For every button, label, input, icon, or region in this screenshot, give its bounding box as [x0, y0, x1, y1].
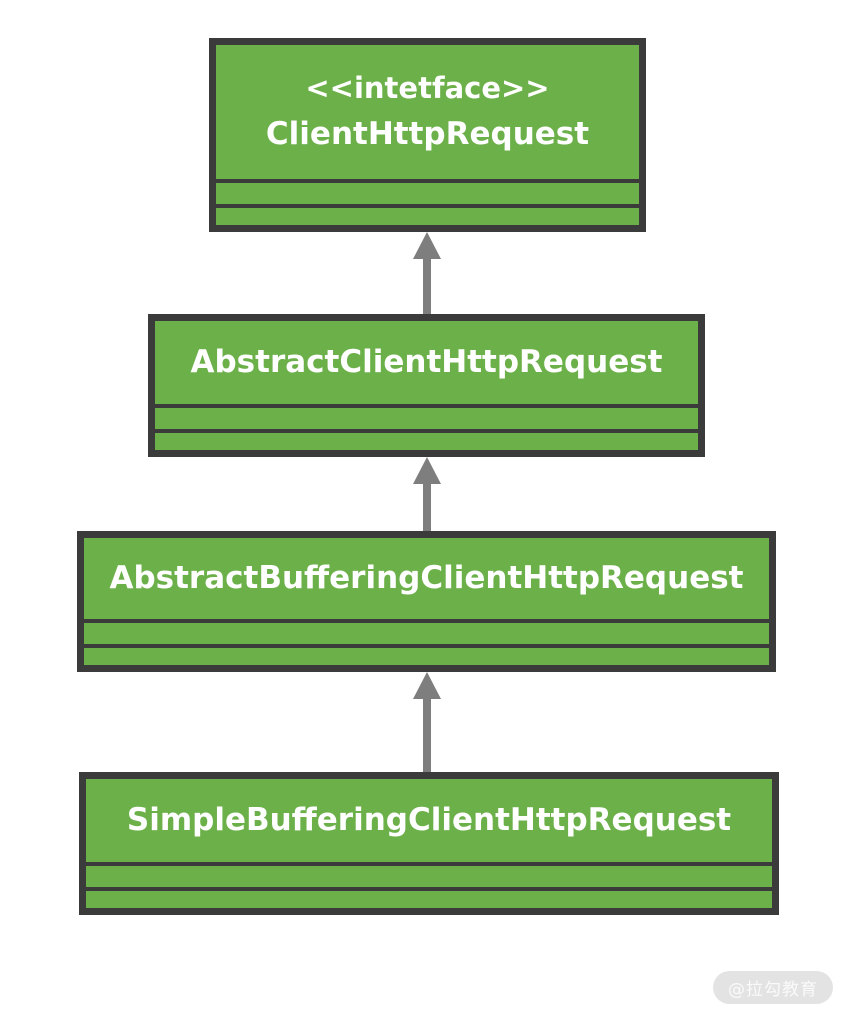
attributes-compartment — [84, 619, 769, 644]
class-title: <<intetface>> ClientHttpRequest — [216, 45, 639, 179]
arrow-shaft — [423, 699, 431, 772]
class-title: AbstractClientHttpRequest — [155, 321, 698, 404]
operations-compartment — [216, 204, 639, 225]
class-box-clienthttprequest: <<intetface>> ClientHttpRequest — [209, 38, 646, 232]
arrow-shaft — [423, 259, 431, 314]
arrowhead-icon — [413, 457, 441, 484]
class-title: AbstractBufferingClientHttpRequest — [84, 538, 769, 619]
arrow-shaft — [423, 484, 431, 531]
watermark-badge: @拉勾教育 — [713, 971, 833, 1004]
inheritance-arrow — [413, 672, 441, 772]
attributes-compartment — [155, 404, 698, 429]
class-name: ClientHttpRequest — [265, 116, 590, 153]
operations-compartment — [84, 644, 769, 665]
class-box-simplebufferingclienthttprequest: SimpleBufferingClientHttpRequest — [79, 772, 779, 915]
operations-compartment — [86, 887, 772, 908]
class-name: AbstractBufferingClientHttpRequest — [109, 560, 744, 597]
class-stereotype: <<intetface>> — [305, 70, 550, 105]
class-title: SimpleBufferingClientHttpRequest — [86, 779, 772, 862]
arrowhead-icon — [413, 232, 441, 259]
class-name: SimpleBufferingClientHttpRequest — [126, 802, 732, 839]
class-name: AbstractClientHttpRequest — [190, 344, 663, 381]
operations-compartment — [155, 429, 698, 450]
class-box-abstractclienthttprequest: AbstractClientHttpRequest — [148, 314, 705, 457]
arrowhead-icon — [413, 672, 441, 699]
attributes-compartment — [216, 179, 639, 204]
inheritance-arrow — [413, 457, 441, 531]
inheritance-arrow — [413, 232, 441, 314]
attributes-compartment — [86, 862, 772, 887]
class-box-abstractbufferingclienthttprequest: AbstractBufferingClientHttpRequest — [77, 531, 776, 672]
